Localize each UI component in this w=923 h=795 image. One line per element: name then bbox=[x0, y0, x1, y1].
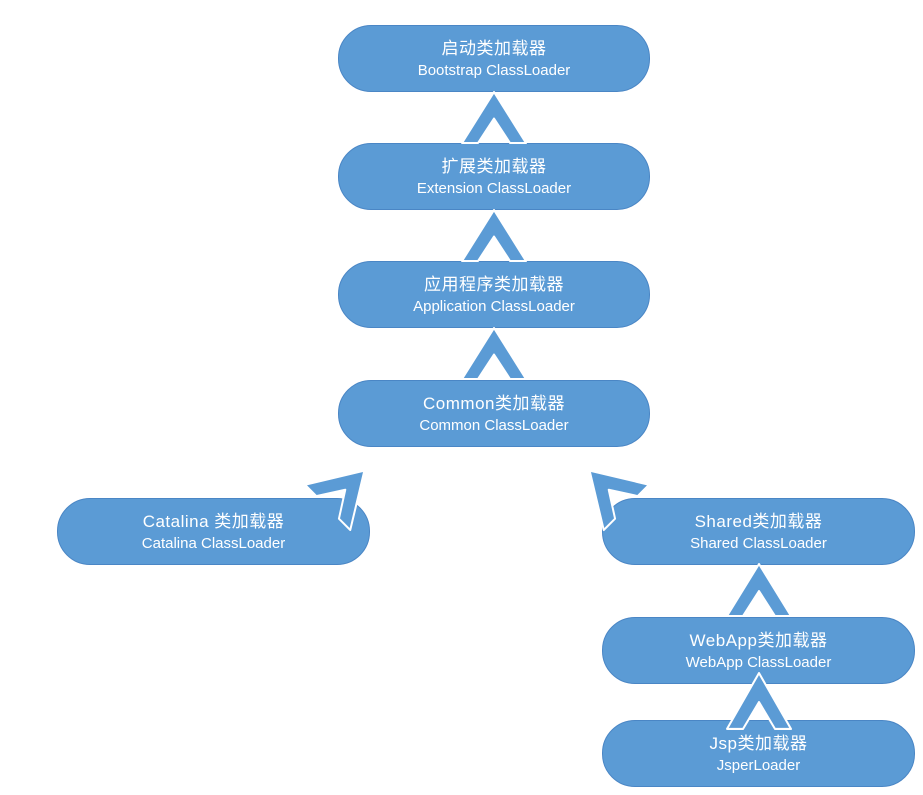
node-label-en: JsperLoader bbox=[716, 756, 801, 774]
node-label-zh: Shared类加载器 bbox=[694, 511, 823, 531]
node-common-classloader: Common类加载器 Common ClassLoader bbox=[338, 380, 650, 447]
node-label-zh: 应用程序类加载器 bbox=[424, 274, 564, 294]
node-label-zh: Catalina 类加载器 bbox=[142, 511, 285, 531]
node-label-en: Extension ClassLoader bbox=[416, 179, 572, 197]
chevron-up-left-icon bbox=[566, 447, 651, 532]
node-shared-classloader: Shared类加载器 Shared ClassLoader bbox=[602, 498, 915, 565]
node-label-zh: WebApp类加载器 bbox=[689, 630, 828, 650]
node-label-en: Catalina ClassLoader bbox=[141, 534, 286, 552]
node-label-en: Common ClassLoader bbox=[419, 416, 569, 434]
node-label-zh: Jsp类加载器 bbox=[709, 733, 808, 753]
node-label-en: Bootstrap ClassLoader bbox=[417, 61, 571, 79]
node-label-en: Application ClassLoader bbox=[413, 297, 575, 315]
node-label-en: WebApp ClassLoader bbox=[685, 653, 832, 671]
node-label-zh: 启动类加载器 bbox=[441, 38, 547, 58]
node-label-zh: Common类加载器 bbox=[423, 393, 565, 413]
node-application-classloader: 应用程序类加载器 Application ClassLoader bbox=[338, 261, 650, 328]
chevron-up-icon bbox=[461, 327, 527, 380]
node-catalina-classloader: Catalina 类加载器 Catalina ClassLoader bbox=[57, 498, 370, 565]
chevron-up-right-icon bbox=[303, 447, 389, 532]
node-label-en: Shared ClassLoader bbox=[690, 534, 827, 552]
chevron-up-icon bbox=[726, 672, 792, 730]
node-extension-classloader: 扩展类加载器 Extension ClassLoader bbox=[338, 143, 650, 210]
node-jsp-classloader: Jsp类加载器 JsperLoader bbox=[602, 720, 915, 787]
chevron-up-icon bbox=[461, 91, 527, 145]
chevron-up-icon bbox=[726, 563, 792, 617]
chevron-up-icon bbox=[461, 209, 527, 262]
node-label-zh: 扩展类加载器 bbox=[441, 156, 547, 176]
node-bootstrap-classloader: 启动类加载器 Bootstrap ClassLoader bbox=[338, 25, 650, 92]
